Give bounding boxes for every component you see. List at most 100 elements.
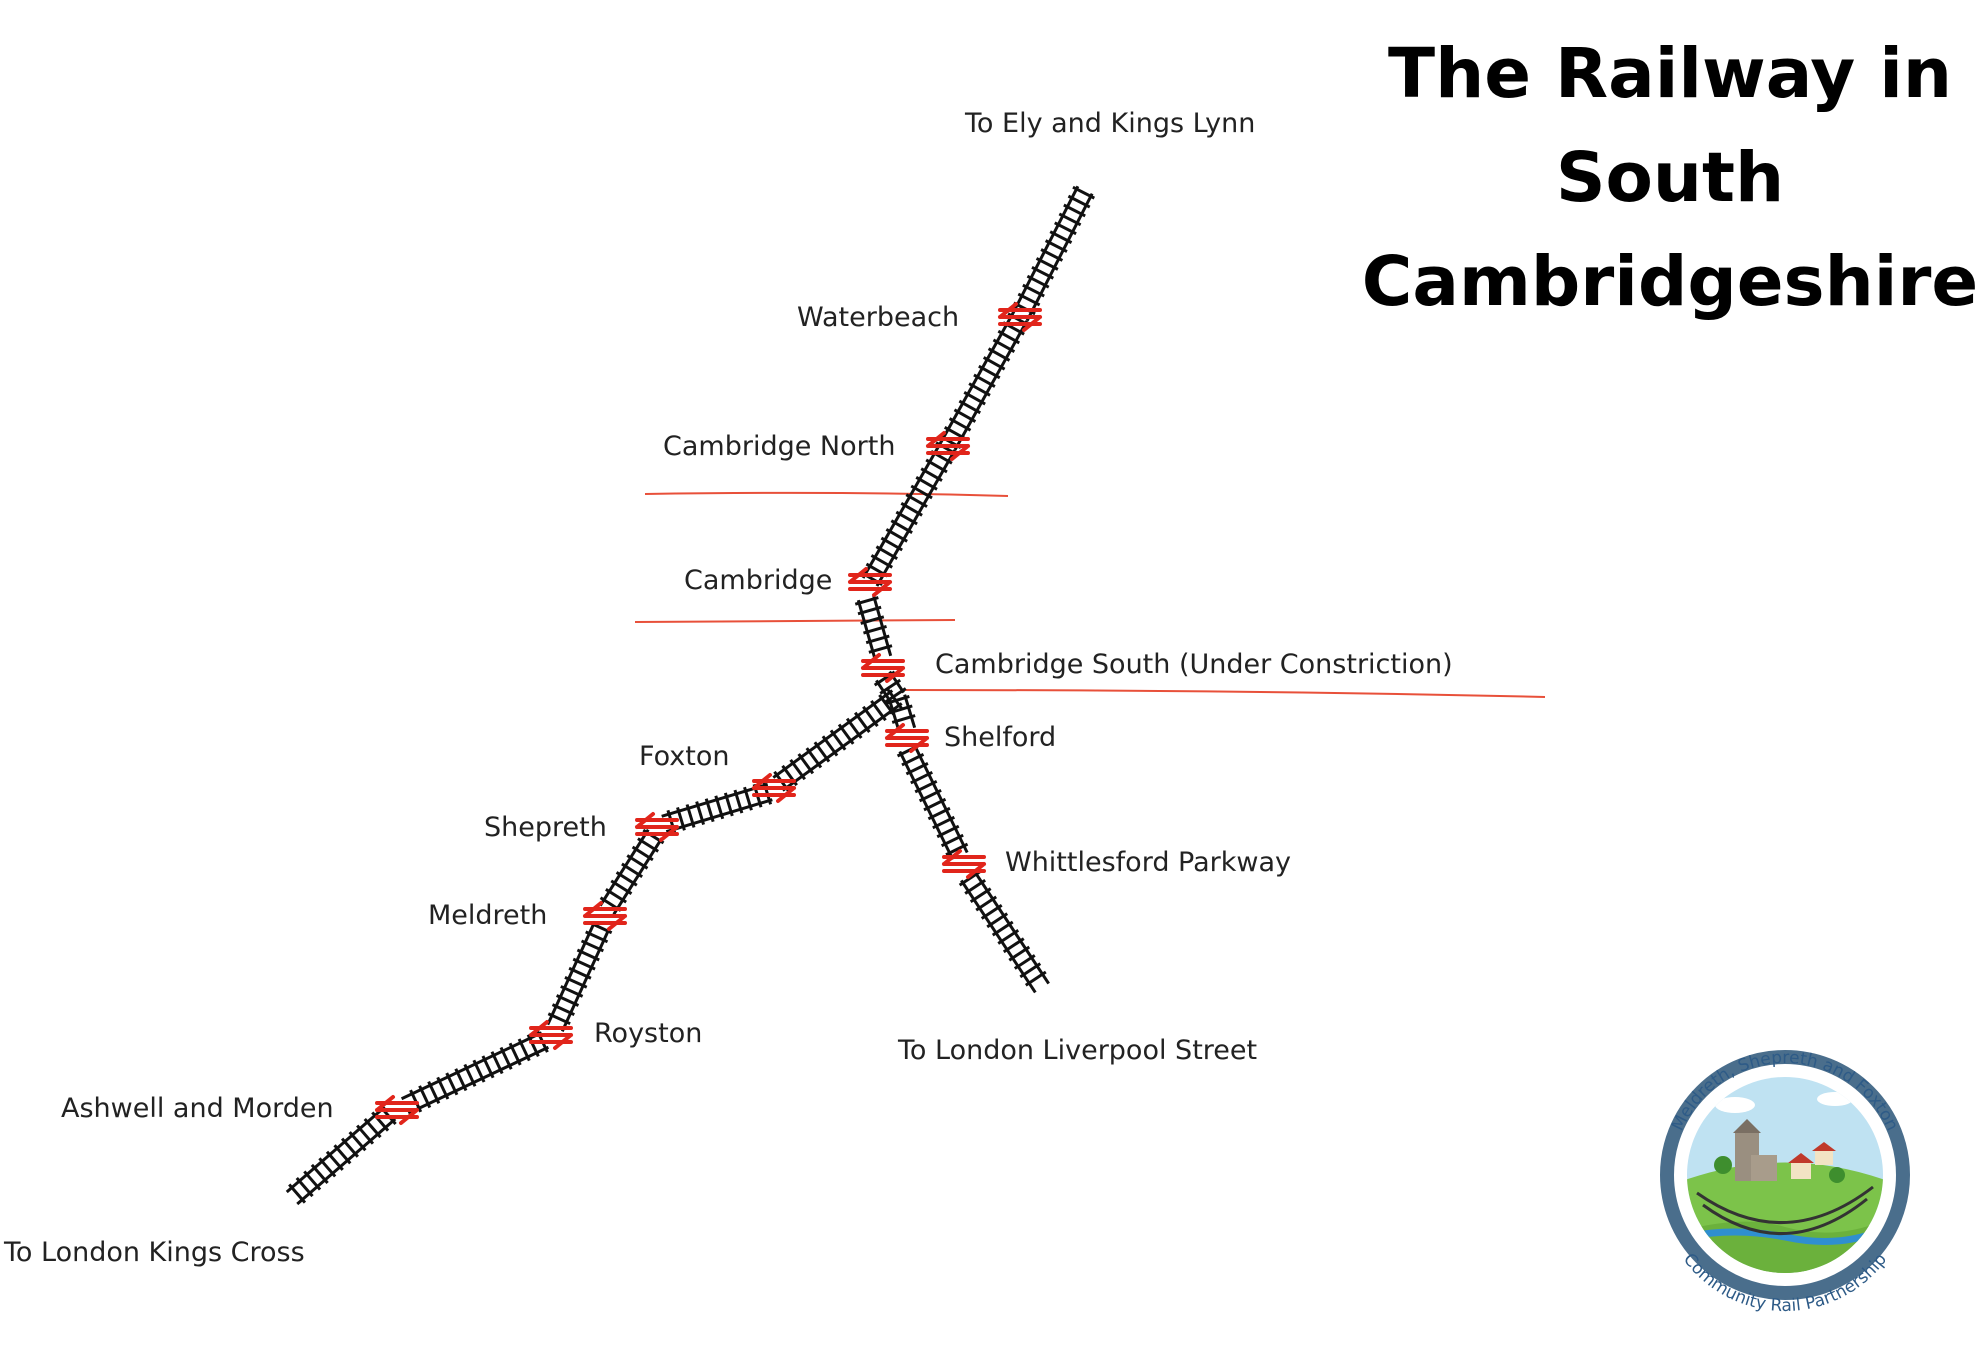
track-sleeper (888, 704, 913, 715)
track-sleeper (1013, 954, 1036, 970)
track-sleeper (968, 382, 991, 397)
track-sleeper (418, 1085, 432, 1109)
track-sleeper (853, 711, 871, 733)
station-label-foxton: Foxton (639, 741, 730, 772)
track-sleeper (991, 920, 1014, 937)
station-label-ashwell-and-morden: Ashwell and Morden (61, 1093, 334, 1124)
track-sleeper (363, 1118, 382, 1139)
track-sleeper (973, 373, 996, 388)
track-sleeper (303, 1170, 322, 1191)
page-title: The Railway in South Cambridgeshire (1360, 22, 1980, 334)
track-rail (612, 837, 664, 916)
station-label-shepreth: Shepreth (484, 812, 607, 843)
track-sleeper (436, 1076, 450, 1100)
track-rail (1025, 192, 1094, 322)
track-royston-ashwell (400, 1029, 550, 1115)
track-sleeper (1002, 937, 1025, 954)
track-rail (407, 1045, 550, 1115)
track-sleeper (927, 806, 951, 821)
station-icon-foxton (752, 773, 796, 803)
track-sleeper (481, 1055, 495, 1079)
track-sleeper (454, 1068, 468, 1092)
track-sleeper (295, 1176, 314, 1198)
destination-liverpool-street-label: To London Liverpool Street (898, 1035, 1258, 1066)
track-sleeper (845, 717, 863, 739)
track-ashwell-south-end (285, 1104, 397, 1206)
destination-kings-cross-label: To London Kings Cross (4, 1237, 305, 1268)
track-sleeper (860, 615, 885, 625)
track-sleeper (986, 912, 1009, 929)
station-icon-cambridge-south (861, 653, 905, 683)
track-sleeper (945, 842, 969, 857)
track-sleeper (997, 329, 1020, 345)
track-sleeper (905, 493, 928, 508)
track-sleeper (733, 789, 744, 814)
underline-strokes (634, 491, 1546, 698)
track-sleeper (626, 854, 649, 870)
track-sleeper (821, 735, 839, 757)
track-sleeper (615, 871, 638, 887)
track-sleeper (1022, 283, 1045, 298)
track-sleeper (975, 895, 998, 912)
station-label-cambridge-south: Cambridge South (Under Constriction) (935, 649, 1453, 680)
track-sleeper (1067, 194, 1091, 209)
track-rail (898, 750, 955, 861)
track-sleeper (585, 930, 609, 944)
track-sleeper (551, 1003, 575, 1016)
track-sleeper (631, 845, 654, 862)
title-line-3: Cambridgeshire (1361, 242, 1979, 322)
track-whittlesford-south-end (958, 870, 1050, 994)
track-sleeper (910, 770, 933, 785)
station-label-cambridge: Cambridge (684, 565, 833, 596)
track-sleeper (879, 678, 902, 695)
destination-north-label: To Ely and Kings Lynn (965, 108, 1256, 139)
track-sleeper (891, 714, 916, 724)
track-north-end (1011, 185, 1095, 322)
community-rail-partnership-logo: Meldreth, Shepreth and Foxton Community … (1660, 1048, 1910, 1316)
track-sleeper (714, 795, 725, 820)
track-sleeper (445, 1072, 459, 1096)
track-sleeper (499, 1046, 513, 1070)
underline-cambridge (634, 619, 956, 623)
track-sleeper (1017, 292, 1041, 307)
track-sleeper (914, 779, 938, 794)
track-sleeper (925, 458, 948, 474)
track-rail (903, 694, 917, 729)
track-sleeper (409, 1089, 423, 1113)
track-sleeper (427, 1080, 441, 1104)
track-sleeper (953, 408, 977, 423)
track-sleeper (1049, 230, 1073, 244)
track-sleeper (936, 824, 960, 839)
track-sleeper (923, 797, 947, 812)
track-meldreth-royston (546, 921, 613, 1032)
track-sleeper (1040, 248, 1064, 262)
track-sleeper (637, 837, 660, 853)
track-sleeper (463, 1063, 477, 1087)
track-sleeper (325, 1150, 344, 1171)
track-sleeper (685, 804, 696, 828)
track-shepreth-meldreth (598, 828, 665, 916)
track-sleeper (1054, 221, 1077, 236)
track-sleeper (885, 528, 908, 543)
track-sleeper (958, 870, 981, 887)
track-sleeper (980, 904, 1003, 920)
track-sleeper (978, 364, 1001, 380)
title-line-2: South (1555, 138, 1785, 218)
track-rail (598, 828, 650, 907)
station-label-waterbeach: Waterbeach (797, 302, 960, 333)
track-rail (875, 449, 957, 587)
track-sleeper (997, 929, 1020, 945)
title-line-1: The Railway in (1388, 34, 1952, 114)
track-sleeper (371, 1111, 390, 1132)
track-sleeper (348, 1131, 367, 1152)
track-sleeper (1044, 239, 1068, 253)
station-label-meldreth: Meldreth (428, 900, 548, 931)
station-label-whittlesford-parkway: Whittlesford Parkway (1005, 847, 1291, 878)
track-sleeper (508, 1042, 522, 1066)
track-junction-shelford (885, 694, 917, 733)
track-sleeper (1019, 962, 1042, 979)
track-sleeper (875, 545, 898, 560)
track-sleeper (870, 554, 893, 569)
track-sleeper (568, 966, 592, 980)
